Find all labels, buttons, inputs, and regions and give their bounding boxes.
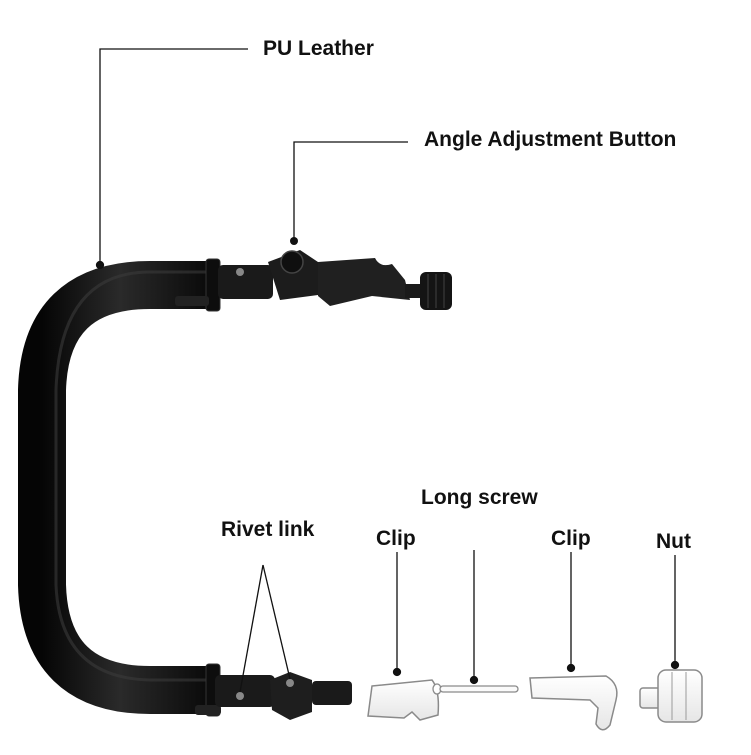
label-pu-leather: PU Leather (263, 37, 374, 60)
label-rivet-link: Rivet link (221, 518, 315, 541)
leader-dot-clip-right (566, 663, 576, 673)
underside-tab (175, 296, 209, 306)
underside-tab-bottom (195, 705, 221, 715)
bottom-connector-sleeve (215, 675, 275, 707)
top-connector-sleeve (218, 265, 273, 299)
long-screw-shaft (439, 685, 519, 693)
bottom-tip (312, 681, 352, 705)
leader-rivet-right (262, 564, 291, 680)
label-angle-adjustment-button: Angle Adjustment Button (424, 128, 677, 151)
nut-part-shaft (639, 687, 661, 709)
leader-angle-button (293, 141, 408, 238)
label-nut: Nut (656, 530, 691, 553)
leader-lines (95, 48, 680, 693)
bottom-connector (215, 672, 352, 720)
leader-dot-nut (670, 660, 680, 670)
leader-dot-long-screw (469, 675, 479, 685)
clip-part-left (367, 679, 440, 721)
clip-part-right (529, 675, 618, 731)
top-connector (218, 237, 452, 310)
top-rivet (236, 268, 244, 276)
leather-highlight (54, 270, 210, 682)
bumper-bar (18, 258, 221, 717)
angle-button-dot (290, 237, 298, 245)
leather-tube (18, 261, 215, 714)
leader-dot-pu-leather (95, 260, 105, 270)
nut-part (657, 669, 703, 723)
rivet-link-right (286, 679, 294, 687)
leader-dot-clip-left (392, 667, 402, 677)
rivet-link-left (236, 692, 244, 700)
top-knob-shaft (405, 284, 423, 298)
leader-rivet-left (239, 564, 264, 693)
label-clip-left: Clip (376, 527, 416, 550)
parts-row (367, 669, 703, 731)
leader-pu-leather (99, 48, 248, 262)
angle-adjustment-button-icon (280, 250, 304, 274)
label-clip-right: Clip (551, 527, 591, 550)
top-clip-body (318, 258, 410, 306)
bottom-hinge-body (270, 672, 312, 720)
label-long-screw: Long screw (421, 486, 538, 509)
